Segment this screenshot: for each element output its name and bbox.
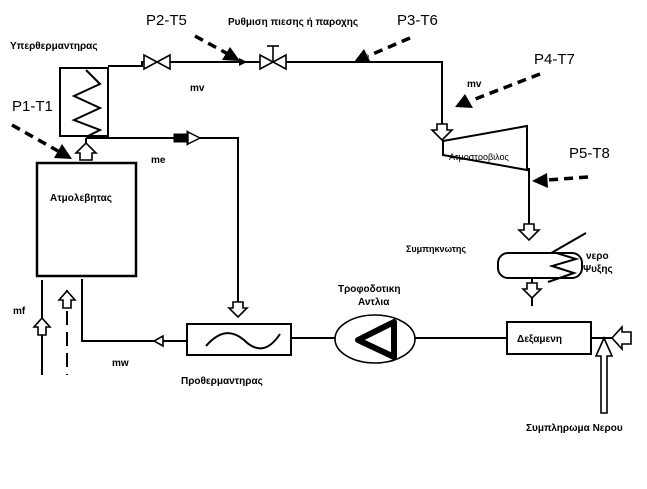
label-superheater: Υπερθερμαντηρας <box>10 41 98 52</box>
arrowhead-p3t6 <box>354 49 371 63</box>
label-mw: mw <box>112 358 129 369</box>
superheater <box>59 67 109 138</box>
label-p2t5: P2-T5 <box>146 12 187 29</box>
makeup-water-arrow <box>594 336 614 414</box>
pipe-bleed-to-preheater <box>86 137 239 312</box>
arrow-p3t6 <box>367 36 411 58</box>
tank-label: Δεξαμενη <box>517 334 562 345</box>
pipe-superheater-to-valves <box>108 61 443 124</box>
label-cooling-water-1: νερο <box>586 251 609 262</box>
label-preheater: Προθερμαντηρας <box>181 376 263 387</box>
arrowhead-p4t7 <box>455 94 473 108</box>
preheater-coil <box>205 332 281 350</box>
feed-pump <box>355 319 397 360</box>
turbine <box>442 124 528 172</box>
pressure-control-valve <box>259 45 287 71</box>
label-mf: mf <box>13 306 26 317</box>
condenser-inlet-arrow <box>517 223 541 242</box>
label-p3t6: P3-T6 <box>397 12 438 29</box>
label-condenser: Συμπηκνωτης <box>406 244 466 254</box>
label-makeup-water: Συμπληρωμα Νερου <box>526 423 623 434</box>
label-p5t8: P5-T8 <box>569 145 610 162</box>
me-flow-arrow-head <box>187 130 202 146</box>
fuel-inlet-arrow-left <box>32 316 52 336</box>
label-p1t1: P1-T1 <box>12 98 53 115</box>
condenser-outlet-arrow <box>521 282 543 300</box>
arrowhead-p5t8 <box>532 173 548 188</box>
turbine-label: Ατμοστροβιλος <box>449 152 510 162</box>
label-mv-right: mv <box>467 79 482 90</box>
valve-1 <box>143 53 171 71</box>
condenser <box>497 252 583 279</box>
boiler-outlet-arrow <box>74 141 98 161</box>
makeup-inlet-arrow <box>610 324 632 352</box>
preheater-inlet-arrow <box>227 301 249 319</box>
arrow-p2t5 <box>194 34 229 56</box>
arrowhead-p1t1 <box>54 144 72 159</box>
arrow-p1t1 <box>11 123 59 153</box>
condenser-coil <box>547 232 587 283</box>
pipe-preheater-to-boiler <box>81 279 187 342</box>
boiler-label: Ατμολεβητας <box>50 193 112 204</box>
label-me: me <box>151 155 166 166</box>
label-feed-pump-1: Τροφοδοτικη <box>338 284 401 295</box>
state-point-arrowheads <box>54 47 548 188</box>
arrow-p5t8 <box>547 175 589 182</box>
label-pressure-control: Ρυθμιση πιεσης ή παροχης <box>228 17 358 28</box>
tank <box>506 321 592 355</box>
label-mv-top: mv <box>190 83 205 94</box>
boiler <box>35 161 138 278</box>
state-point-arrows <box>11 34 589 182</box>
arrow-p4t7 <box>469 72 541 103</box>
preheater <box>186 323 292 356</box>
label-feed-pump-2: Αντλια <box>358 297 390 308</box>
arrowhead-p2t5 <box>222 47 240 61</box>
label-p4t7: P4-T7 <box>534 51 575 68</box>
fuel-inlet-arrow-right <box>57 289 77 309</box>
turbine-inlet-arrow <box>430 123 454 142</box>
feedwater-arrow <box>152 334 164 348</box>
label-cooling-water-2: Ψυξης <box>583 264 613 275</box>
superheater-coil <box>71 69 103 138</box>
